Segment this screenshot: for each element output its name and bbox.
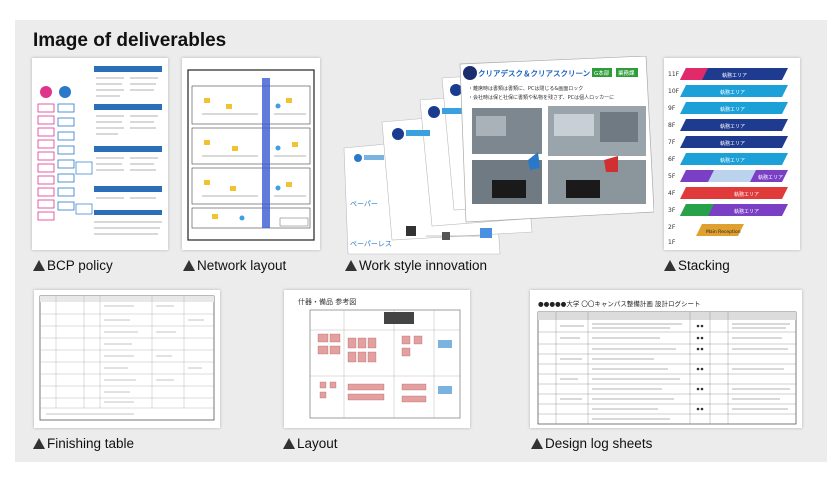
caption-finishing-table: Finishing table [33,436,134,451]
stack-label-6f: 執務エリア [720,157,745,164]
caption-stacking: Stacking [664,258,730,273]
floor-label-1f: 1F [668,239,676,246]
floor-label-5f: 5F [668,173,676,180]
floor-label-10f: 10F [668,88,680,95]
slide-bullet-1: ・離席時は書類は書類に、PCは閉じる&画面ロック [468,85,583,92]
page-title: Image of deliverables [33,30,227,51]
caption-design-log-sheets: Design log sheets [531,436,652,451]
layout-heading: 什器・備品 参考図 [298,297,356,306]
triangle-icon [33,260,45,271]
floor-label-3f: 3F [668,207,676,214]
stack-label-5f: 執務エリア [758,174,783,181]
network-layout-thumbnail [182,58,320,250]
stack-label-7f: 執務エリア [720,140,745,147]
layout-thumbnail: 什器・備品 参考図 [284,290,470,428]
bcp-policy-thumbnail [32,58,168,250]
slide-word-paper: ペーパー [350,200,378,208]
slide-tag-2: 業務課 [618,69,635,77]
stacking-thumbnail: 11F 10F 9F 8F 7F 6F 5F 4F 3F 2F 1F 執務エリア… [664,58,800,250]
floor-label-4f: 4F [668,190,676,197]
floor-label-9f: 9F [668,105,676,112]
stack-label-9f: 執務エリア [720,106,745,113]
finishing-table-thumbnail [34,290,220,428]
slide-tag-1: G本部 [594,69,610,77]
design-log-thumbnail: ●●●●●大学 〇〇キャンパス整備計画 設計ログシート [530,290,802,428]
slide-word-paperless: ペーパーレス [350,240,392,248]
floor-label-2f: 2F [668,224,676,231]
stack-label-10f: 執務エリア [720,89,745,96]
design-log-heading: ●●●●●大学 〇〇キャンパス整備計画 設計ログシート [538,299,701,308]
slide-title: クリアデスク＆クリアスクリーン [478,68,591,78]
triangle-icon [345,260,357,271]
floor-label-11f: 11F [668,71,680,78]
stack-label-4f: 執務エリア [734,191,759,198]
caption-network-layout: Network layout [183,258,286,273]
triangle-icon [664,260,676,271]
caption-bcp-policy: BCP policy [33,258,113,273]
triangle-icon [283,438,295,449]
stack-label-11f: 執務エリア [722,72,747,79]
slide-bullet-2: ・会社時は保と社保に書類や私物を残さず、PCは個人ロッカーに [468,94,614,101]
triangle-icon [531,438,543,449]
floor-label-7f: 7F [668,139,676,146]
triangle-icon [183,260,195,271]
caption-work-style-innovation: Work style innovation [345,258,487,273]
stack-label-3f: 執務エリア [734,208,759,215]
work-style-thumbnail: ペーパー ペーパーレス クリアデスク＆クリアスクリーン G本部 業務課 ・離席時… [342,56,654,256]
triangle-icon [33,438,45,449]
main-reception-label: Main Reception [706,229,741,235]
stack-label-8f: 執務エリア [720,123,745,130]
caption-layout: Layout [283,436,338,451]
floor-label-8f: 8F [668,122,676,129]
floor-label-6f: 6F [668,156,676,163]
